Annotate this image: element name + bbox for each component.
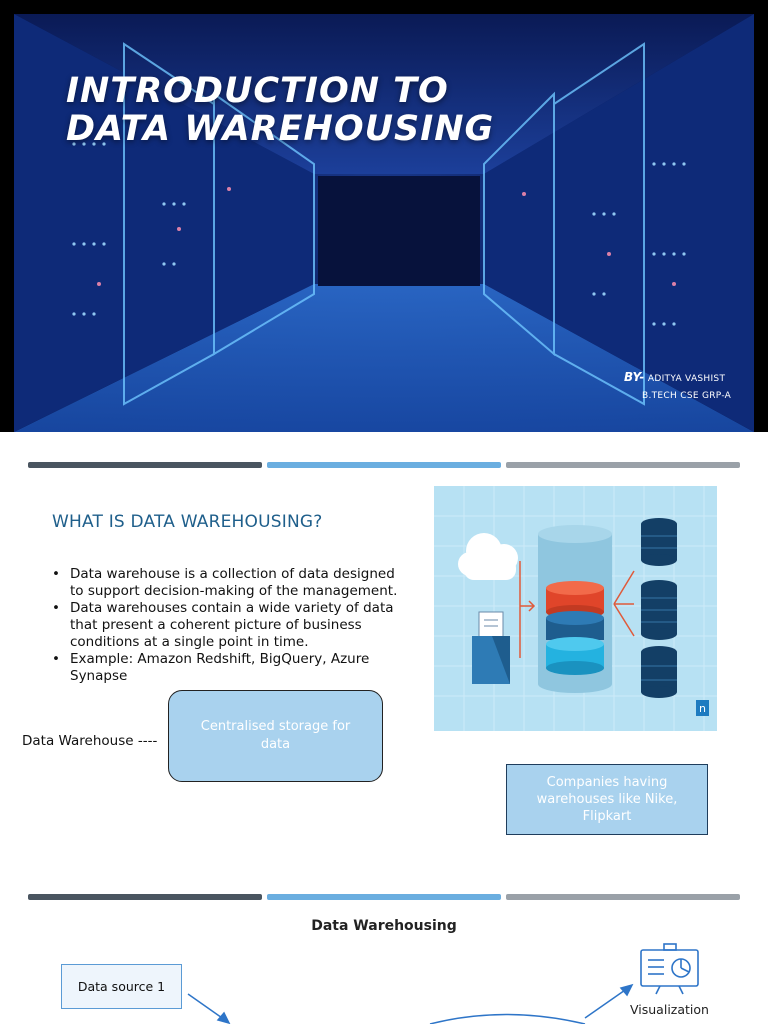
title-slide: INTRODUCTION TO DATA WAREHOUSING BY- ADI… [14, 14, 754, 432]
data-source-1-label: Data source 1 [77, 979, 166, 994]
author-name: ADITYA VASHIST [647, 374, 726, 384]
header-bar-gray [506, 894, 740, 900]
companies-text: Companies having warehouses like Nike, F… [536, 775, 678, 824]
presentation-title: INTRODUCTION TO DATA WAREHOUSING [66, 72, 586, 148]
companies-box: Companies having warehouses like Nike, F… [506, 764, 708, 835]
header-bar-gray [506, 462, 740, 468]
bullet-item: Example: Amazon Redshift, BigQuery, Azur… [52, 651, 402, 685]
slide-heading: WHAT IS DATA WAREHOUSING? [52, 512, 323, 532]
header-bar-dark [28, 894, 262, 900]
diagram-title: Data Warehousing [311, 918, 457, 934]
course-label: B.TECH CSE GRP-A [642, 391, 732, 401]
warehouse-ellipse-top [429, 1013, 586, 1024]
author-line: BY- ADITYA VASHIST [624, 370, 725, 384]
arrow-source-to-warehouse [187, 993, 226, 1021]
header-bar-dark [28, 462, 262, 468]
logo-badge-letter: n [699, 702, 706, 715]
central-database-icon [538, 525, 612, 693]
centralised-storage-text: Centralised storage for data [200, 719, 351, 752]
data-warehouse-label: Data Warehouse ---- [22, 733, 158, 749]
centralised-storage-box: Centralised storage for data [168, 690, 383, 782]
definition-slide: WHAT IS DATA WAREHOUSING? Data warehouse… [0, 432, 768, 870]
diagram-connectors [187, 943, 699, 1024]
arrow-warehouse-to-visualization [584, 987, 629, 1019]
visualization-icon [640, 943, 699, 995]
server-corridor-image [14, 14, 754, 432]
logo-badge-icon [696, 700, 709, 716]
title-line-2: DATA WAREHOUSING [66, 109, 495, 149]
bullet-list: Data warehouse is a collection of data d… [52, 566, 402, 685]
bullet-item: Data warehouses contain a wide variety o… [52, 600, 402, 651]
data-warehouse-illustration: n [434, 486, 717, 731]
database-stack-icon [641, 518, 677, 698]
bullet-item: Data warehouse is a collection of data d… [52, 566, 402, 600]
document-folder-icon [472, 611, 510, 684]
title-line-1: INTRODUCTION TO [66, 71, 449, 111]
header-bar-blue [267, 894, 501, 900]
header-bar-blue [267, 462, 501, 468]
by-label: BY- [624, 370, 645, 384]
cloud-icon [458, 533, 518, 580]
data-source-1-box: Data source 1 [61, 964, 182, 1009]
visualization-label: Visualization [630, 1002, 709, 1017]
diagram-slide: Data Warehousing Data source 1 Visualiza… [0, 870, 768, 1024]
